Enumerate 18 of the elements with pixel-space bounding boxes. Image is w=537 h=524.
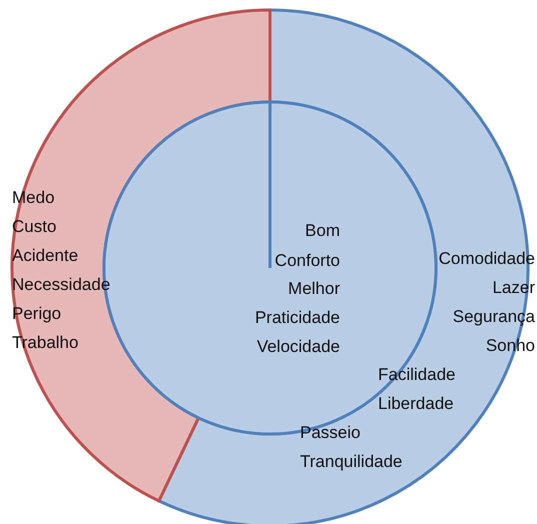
word-label: Segurança [452,307,535,327]
word-label: Melhor [288,279,340,299]
word-label: Bom [305,221,340,241]
word-label: Sonho [486,336,535,356]
word-label: Acidente [12,246,78,266]
word-label: Praticidade [254,308,340,328]
word-label: Velocidade [256,337,340,357]
word-label: Conforto [274,251,340,271]
word-label: Trabalho [12,333,78,353]
word-label: Tranquilidade [300,452,402,472]
word-label: Perigo [12,304,62,324]
word-label: Custo [12,217,56,237]
word-label: Passeio [300,423,360,443]
word-label: Liberdade [378,394,454,414]
word-label: Facilidade [378,365,456,385]
word-label: Lazer [492,278,535,298]
word-label: Medo [12,188,55,208]
word-label: Comodidade [438,249,535,269]
